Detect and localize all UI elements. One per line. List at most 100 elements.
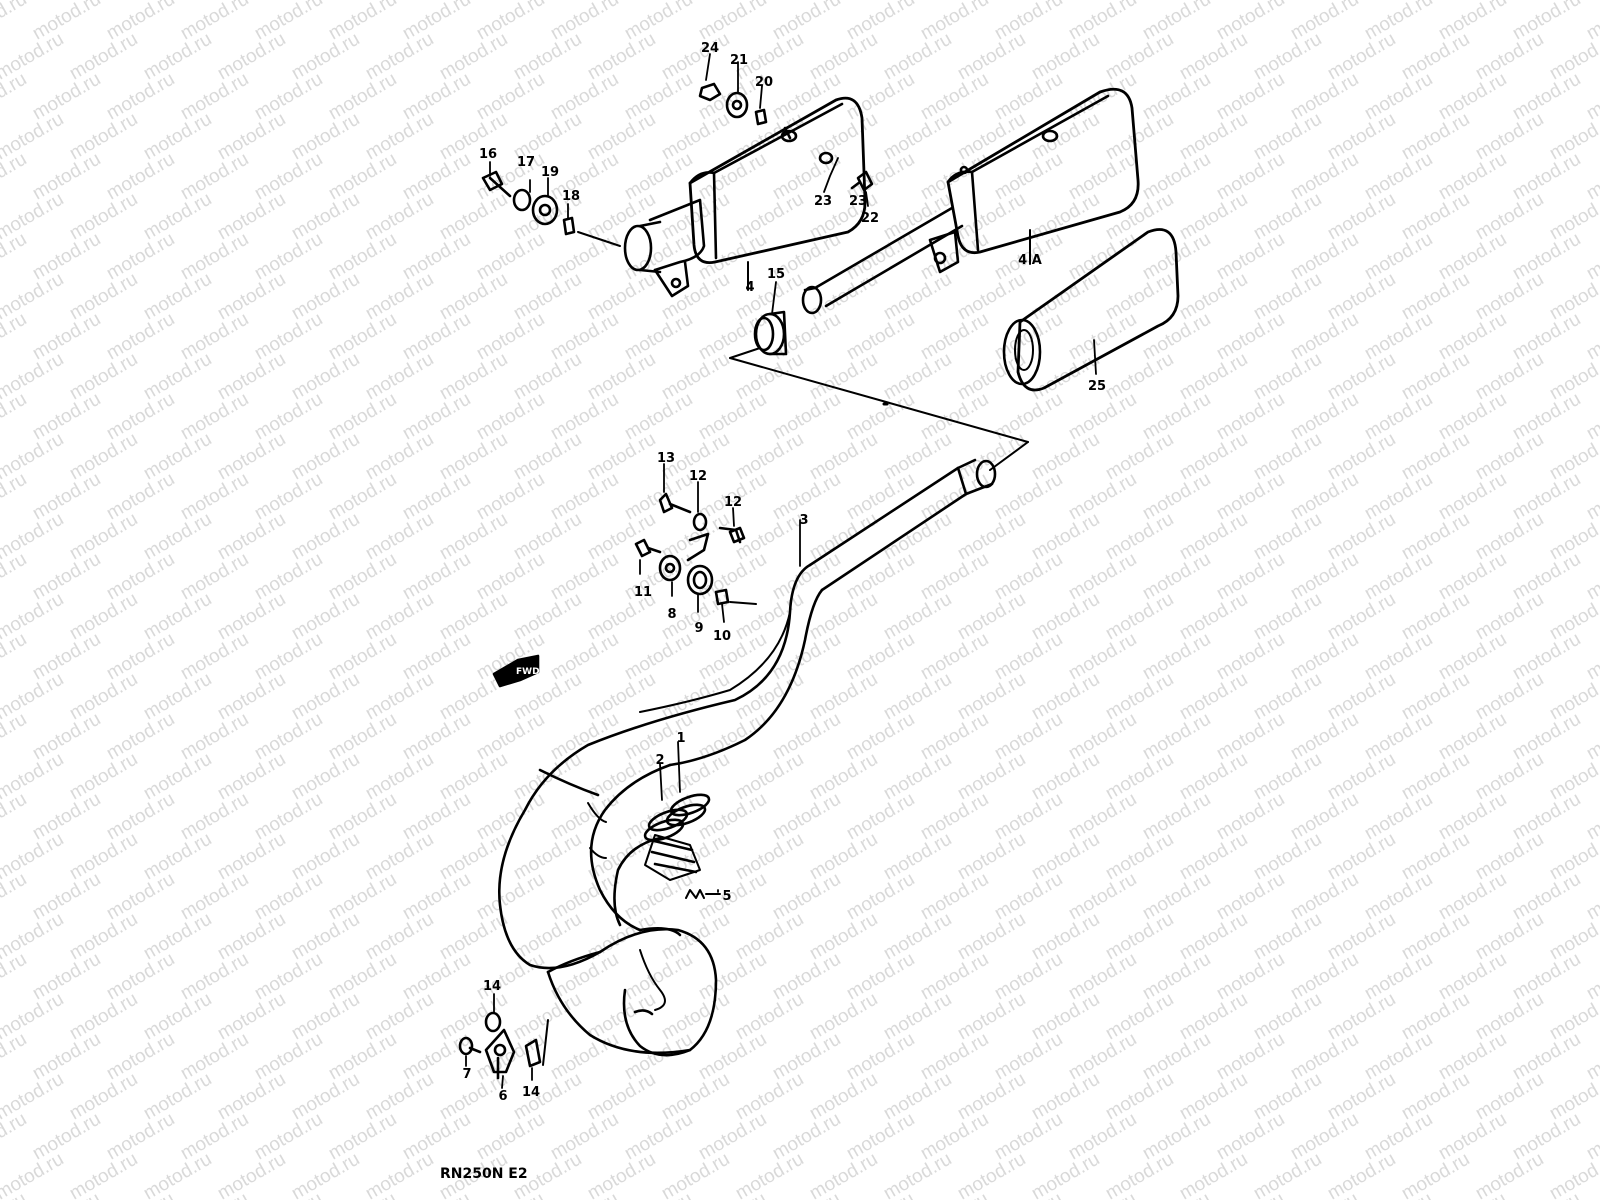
watermark-text: motod.ru (1287, 549, 1362, 605)
watermark-text: motod.ru (1472, 989, 1547, 1045)
watermark-text: motod.ru (991, 1189, 1066, 1200)
watermark-text: motod.ru (0, 0, 30, 44)
watermark-text: motod.ru (510, 429, 585, 485)
callout-15: 15 (767, 267, 785, 282)
watermark-text: motod.ru (658, 909, 733, 965)
watermark-text: motod.ru (288, 429, 363, 485)
watermark-text: motod.ru (1250, 189, 1325, 245)
watermark-text: motod.ru (29, 709, 104, 765)
watermark-text: motod.ru (399, 949, 474, 1005)
watermark-text: motod.ru (473, 869, 548, 925)
watermark-text: motod.ru (362, 669, 437, 725)
watermark-text: motod.ru (288, 109, 363, 165)
watermark-text: motod.ru (29, 869, 104, 925)
watermark-text: motod.ru (880, 349, 955, 405)
watermark-text: motod.ru (1028, 1149, 1103, 1200)
watermark-text: motod.ru (1250, 669, 1325, 725)
watermark-text: motod.ru (1472, 509, 1547, 565)
watermark-text: motod.ru (769, 709, 844, 765)
watermark-text: motod.ru (1213, 789, 1288, 845)
watermark-text: motod.ru (1139, 709, 1214, 765)
watermark-text: motod.ru (1435, 629, 1510, 685)
watermark-text: motod.ru (103, 229, 178, 285)
watermark-text: motod.ru (325, 629, 400, 685)
watermark-text: motod.ru (66, 269, 141, 325)
watermark-text: motod.ru (1435, 389, 1510, 445)
watermark-text: motod.ru (1139, 309, 1214, 365)
watermark-text: motod.ru (510, 989, 585, 1045)
watermark-text: motod.ru (1176, 29, 1251, 85)
watermark-text: motod.ru (140, 669, 215, 725)
watermark-text: motod.ru (103, 1029, 178, 1085)
watermark-text: motod.ru (1250, 109, 1325, 165)
watermark-text: motod.ru (1139, 69, 1214, 125)
watermark-text: motod.ru (66, 349, 141, 405)
watermark-text: motod.ru (1472, 29, 1547, 85)
watermark-text: motod.ru (214, 989, 289, 1045)
watermark-text: motod.ru (29, 229, 104, 285)
expansion-chamber-3 (498, 458, 997, 1057)
watermark-text: motod.ru (103, 549, 178, 605)
watermark-text: motod.ru (325, 309, 400, 365)
watermark-text: motod.ru (1065, 629, 1140, 685)
watermark-text: motod.ru (214, 269, 289, 325)
callout-9: 9 (694, 621, 703, 636)
watermark-text: motod.ru (584, 349, 659, 405)
watermark-text: motod.ru (140, 509, 215, 565)
watermark-text: motod.ru (806, 989, 881, 1045)
watermark-text: motod.ru (991, 549, 1066, 605)
watermark-text: motod.ru (621, 1109, 696, 1165)
muffler-packing-25 (1002, 228, 1180, 392)
watermark-text: motod.ru (695, 1189, 770, 1200)
watermark-text: motod.ru (1176, 829, 1251, 885)
watermark-text: motod.ru (66, 989, 141, 1045)
watermark-text: motod.ru (1361, 1109, 1436, 1165)
watermark-text: motod.ru (436, 349, 511, 405)
watermark-text: motod.ru (1250, 429, 1325, 485)
watermark-text: motod.ru (1028, 749, 1103, 805)
watermark-text: motod.ru (399, 309, 474, 365)
watermark-text: motod.ru (991, 949, 1066, 1005)
watermark-text: motod.ru (917, 709, 992, 765)
watermark-text: motod.ru (1509, 149, 1584, 205)
watermark-text: motod.ru (251, 469, 326, 525)
callout-25-leader (1093, 339, 1097, 375)
watermark-text: motod.ru (658, 269, 733, 325)
watermark-text: motod.ru (362, 109, 437, 165)
watermark-text: motod.ru (621, 149, 696, 205)
watermark-text: motod.ru (251, 229, 326, 285)
watermark-text: motod.ru (103, 709, 178, 765)
watermark-text: motod.ru (399, 149, 474, 205)
watermark-text: motod.ru (806, 909, 881, 965)
watermark-text: motod.ru (1250, 749, 1325, 805)
watermark-text: motod.ru (1139, 1109, 1214, 1165)
watermark-text: motod.ru (510, 909, 585, 965)
watermark-text: motod.ru (1065, 949, 1140, 1005)
watermark-text: motod.ru (29, 1029, 104, 1085)
watermark-text: motod.ru (695, 1109, 770, 1165)
watermark-text: motod.ru (325, 389, 400, 445)
watermark-text: motod.ru (399, 389, 474, 445)
watermark-text: motod.ru (1361, 789, 1436, 845)
watermark-text: motod.ru (1435, 549, 1510, 605)
callout-14b: 14 (522, 1085, 540, 1100)
watermark-text: motod.ru (214, 909, 289, 965)
watermark-text: motod.ru (325, 949, 400, 1005)
callout-11: 11 (634, 585, 652, 600)
watermark-text: motod.ru (732, 189, 807, 245)
watermark-text: motod.ru (1398, 1069, 1473, 1125)
watermark-text: motod.ru (1509, 309, 1584, 365)
watermark-text: motod.ru (1287, 789, 1362, 845)
watermark-text: motod.ru (769, 1029, 844, 1085)
watermark-text: motod.ru (547, 69, 622, 125)
watermark-text: motod.ru (1213, 309, 1288, 365)
watermark-text: motod.ru (436, 429, 511, 485)
watermark-text: motod.ru (177, 1189, 252, 1200)
watermark-text: motod.ru (0, 389, 30, 445)
watermark-text: motod.ru (251, 1029, 326, 1085)
watermark-text: motod.ru (1176, 189, 1251, 245)
watermark-text: motod.ru (621, 69, 696, 125)
watermark-text: motod.ru (917, 869, 992, 925)
watermark-text: motod.ru (177, 549, 252, 605)
watermark-text: motod.ru (66, 909, 141, 965)
